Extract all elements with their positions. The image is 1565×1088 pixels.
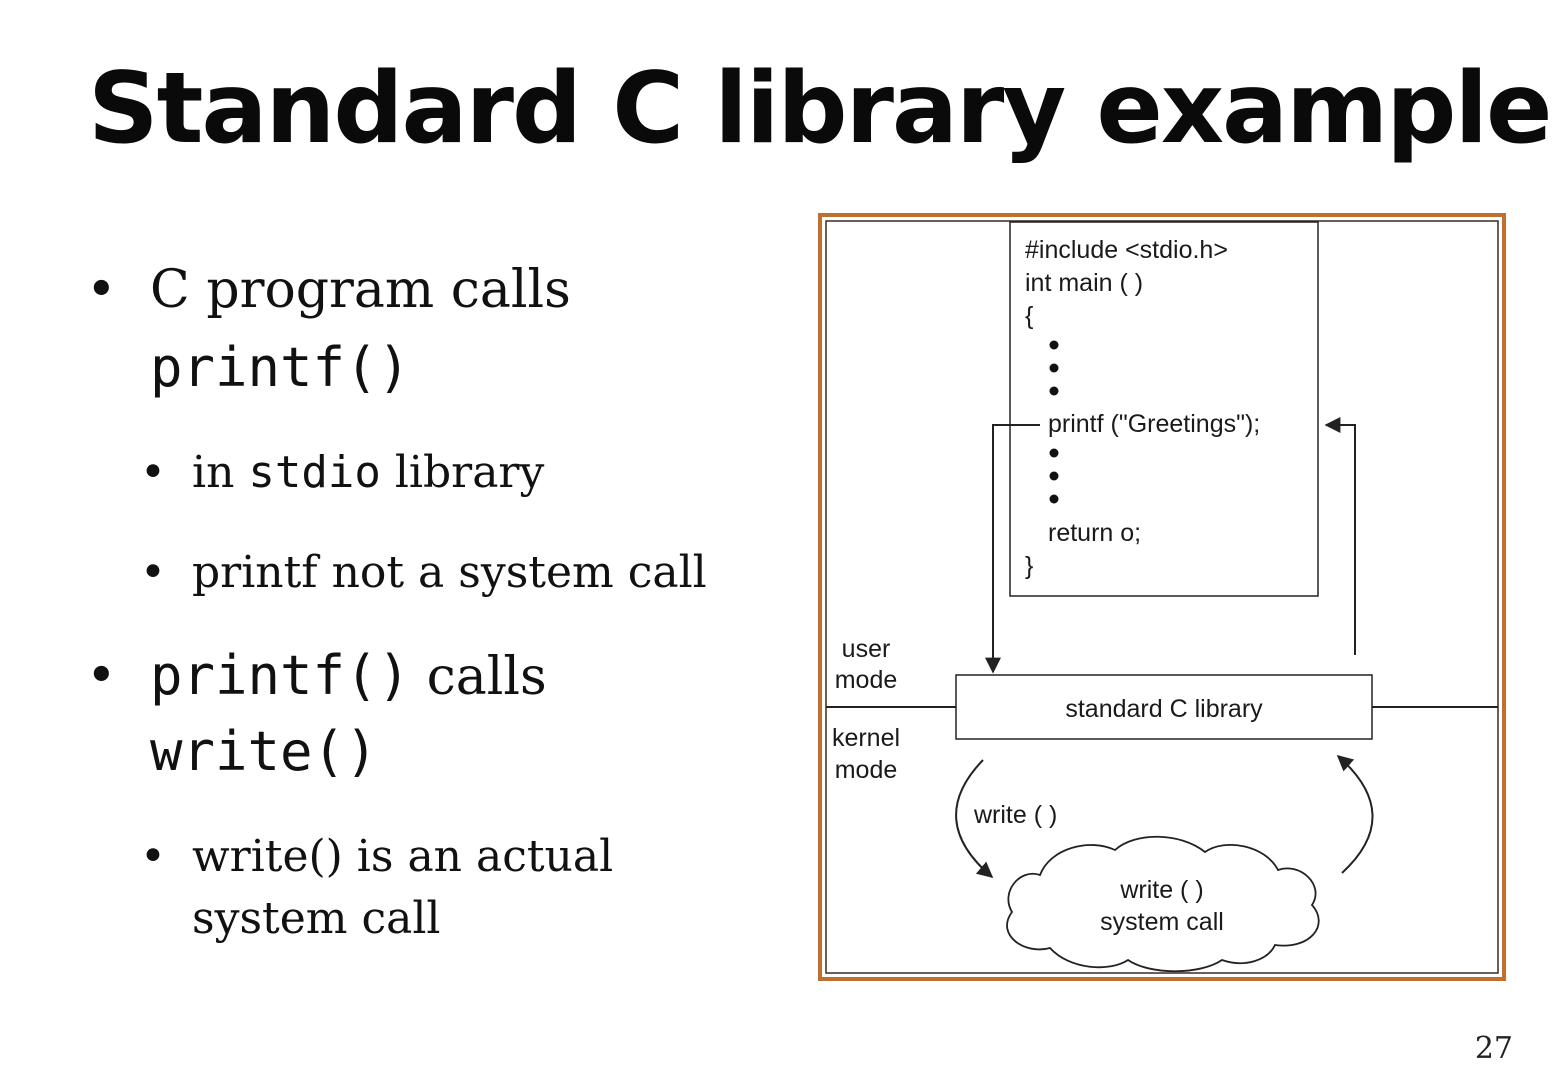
code-write: write() [150,720,378,783]
bullet-dot: • [140,547,166,598]
code-line-include: #include <stdio.h> [1025,236,1228,264]
user-mode-label-1: user [842,635,891,663]
bullet-dot: • [140,831,166,882]
syscall-return-arrow [1336,754,1374,874]
system-call-cloud [1006,835,1320,973]
bullet-dot: • [86,260,117,320]
bullet-text: printf() calls [150,644,547,707]
code-line-open-brace: { [1025,302,1033,330]
bullet-text: C program calls [150,260,571,320]
code-line-main: int main ( ) [1025,269,1143,297]
system-call-label-2: system call [1100,908,1224,936]
write-call-arrow [955,759,994,879]
subbullet-text: in stdio library [192,447,545,498]
ellipsis-dots-bottom [1049,448,1059,504]
call-arrow-down [985,424,1040,674]
standard-c-library-box [955,674,1373,740]
subbullet-text: printf not a system call [192,547,707,598]
kernel-mode-label-2: mode [835,756,898,784]
code-box [1009,221,1319,597]
diagram-frame-outer [818,213,1506,981]
bullet-dot: • [86,646,117,706]
page-number: 27 [1474,1031,1513,1066]
user-mode-label-2: mode [835,666,898,694]
code-line-printf: printf ("Greetings"); [1048,410,1260,438]
ellipsis-dots-top [1049,340,1059,396]
slide-title: Standard C library example [88,52,1553,166]
subbullet-text: system call [192,893,441,944]
code-stdio: stdio [248,447,381,498]
bullet-dot: • [140,447,166,498]
standard-c-library-label: standard C library [1065,695,1263,723]
code-line-return: return o; [1048,519,1141,547]
subbullet-text: write() is an actual [192,831,614,882]
code-printf: printf() [150,336,411,399]
return-arrow-up [1324,417,1356,655]
write-call-label: write ( ) [973,801,1057,829]
system-call-label-1: write ( ) [1119,876,1203,904]
kernel-mode-label-1: kernel [832,724,900,752]
code-line-close-brace: } [1025,552,1033,580]
code-printf: printf() [150,644,411,707]
